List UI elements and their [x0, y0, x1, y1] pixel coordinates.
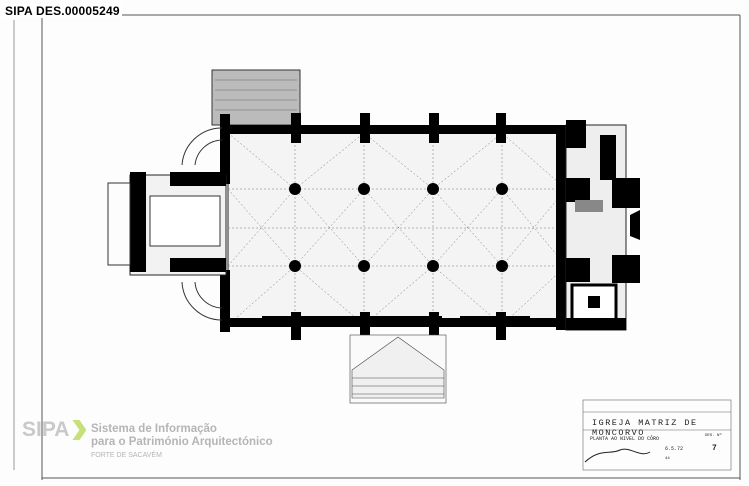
sipa-logo: SIPA — [12, 418, 87, 442]
document-id: SIPA DES.00005249 — [3, 4, 122, 18]
sheet-number: 7 — [712, 444, 717, 453]
drawing-subtitle: PLANTA AO NIVEL DO CÔRO — [590, 436, 660, 442]
logo-mark: SIPA — [22, 418, 70, 441]
logo-line2: para o Património Arquitectónico — [91, 436, 273, 448]
title-block-frame — [582, 399, 732, 471]
logo-line3: FORTE DE SACAVÉM — [91, 452, 162, 459]
signature — [584, 448, 651, 463]
logo-text: Sistema de Informação para o Património … — [91, 423, 273, 459]
chancel — [565, 120, 640, 331]
logo-line1: Sistema de Informação — [91, 423, 217, 435]
vault-ribs — [227, 132, 567, 326]
walls — [220, 113, 574, 340]
porch-stairs — [349, 334, 447, 404]
narthex — [107, 127, 227, 321]
drawing-label: DES. Nº — [705, 434, 722, 438]
chevron-right-icon — [72, 420, 87, 440]
drawing-title: IGREJA MATRIZ DE MONCORVO — [592, 418, 698, 438]
pillars — [289, 183, 508, 272]
nave — [227, 132, 567, 326]
sheet-border — [13, 14, 741, 480]
small-number: 44 — [665, 457, 670, 461]
drawing-date: 6.5.72 — [665, 446, 684, 452]
